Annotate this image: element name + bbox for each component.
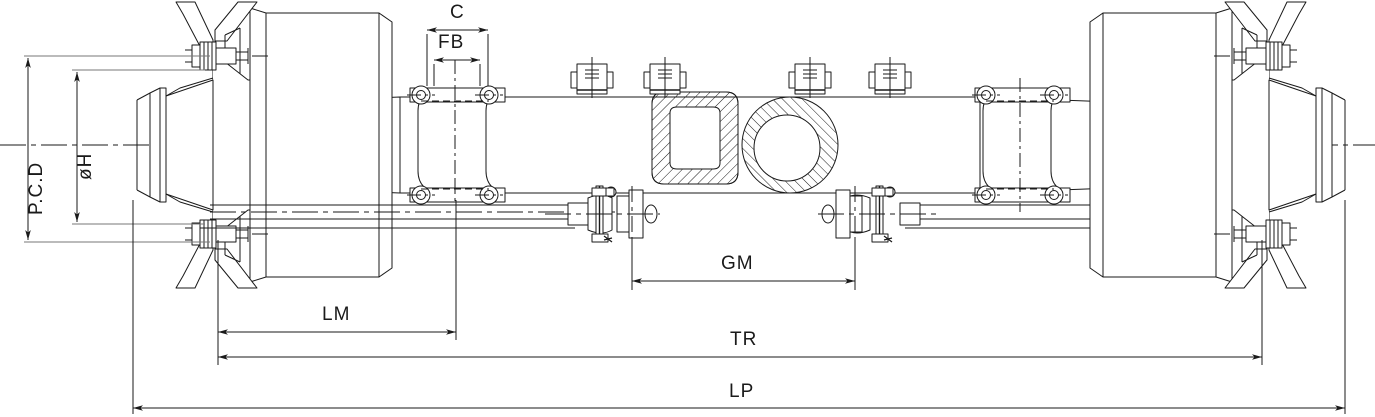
left-brake-drum [265, 12, 393, 278]
right-brake-drum [1089, 12, 1217, 278]
dimension-label-gm: GM [721, 253, 754, 274]
dimension-label-fb: FB [438, 32, 465, 53]
right-spring-seat [972, 78, 1071, 212]
left-spring-seat [407, 34, 506, 205]
dimension-label-lp: LP [729, 381, 755, 402]
dimension-label-c: C [450, 2, 465, 23]
left-drum-flange [249, 7, 267, 283]
right-wheel-hub [1231, 61, 1346, 229]
right-drum-flange [1215, 7, 1233, 283]
left-brake-slack-adjuster [545, 185, 660, 290]
horizontal-dimension-extension-lines [132, 200, 1346, 414]
right-wheel-assembly [1089, 1, 1346, 289]
square-section-beam-cut [651, 91, 739, 185]
u-bolt-nut-1 [570, 57, 614, 98]
left-camshaft [200, 204, 640, 229]
dimension-label-lm: LM [322, 304, 351, 325]
dimension-label-tr: TR [730, 329, 758, 350]
dimension-arrow-lines [25, 27, 1345, 411]
u-bolt-nut-2 [643, 57, 687, 98]
left-wheel-assembly [136, 1, 393, 289]
right-brake-slack-adjuster [818, 185, 940, 290]
u-bolt-nut-3 [788, 57, 832, 98]
left-wheel-stud-nut-lower [185, 219, 268, 249]
right-wheel-stud-nut-lower [1214, 219, 1297, 249]
right-wheel-stud-nut-upper [1214, 41, 1297, 71]
u-bolt-nut-4 [868, 57, 912, 98]
dimension-label-dia-h: øH [75, 152, 96, 180]
round-section-beam-cut [741, 96, 839, 194]
left-wheel-hub [136, 61, 251, 229]
vertical-dimension-extension-lines [24, 55, 210, 243]
dimension-label-pcd: P.C.D [26, 161, 47, 215]
